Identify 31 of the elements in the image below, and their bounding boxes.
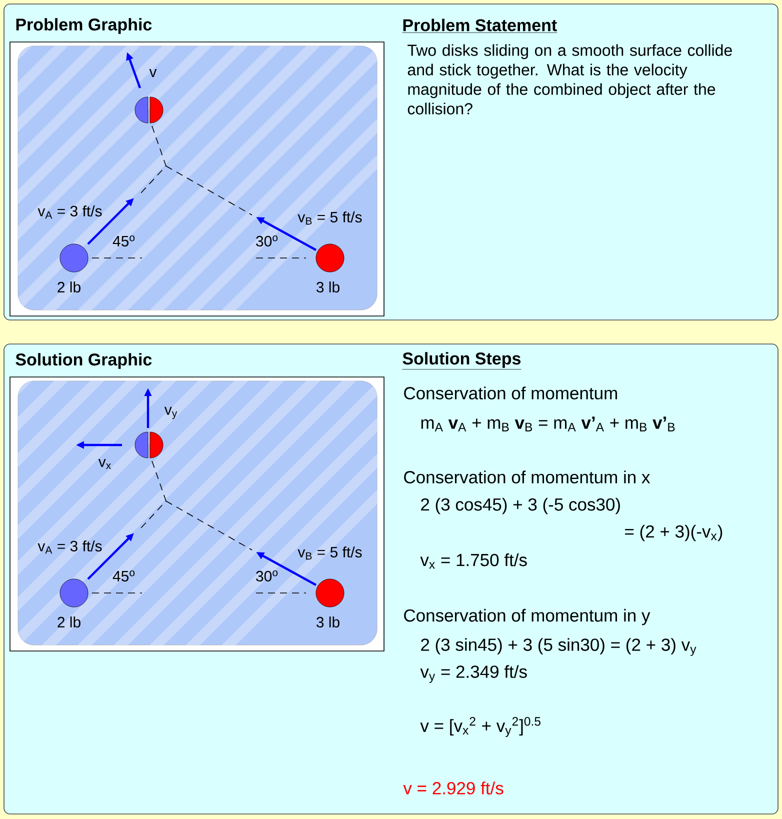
- angle-label: 45$^{o}$: [112, 570, 135, 582]
- angle-label: 30$^{o}$: [256, 570, 278, 582]
- angle-label: 30$^{o}$: [256, 236, 278, 246]
- step-heading: Conservation of momentum in y: [404, 608, 650, 626]
- mass-label: 3 lb: [316, 616, 340, 628]
- equation-line: 2 (3 cos45) + 3 (-5 cos30): [421, 498, 620, 514]
- statement-text: Two disks sliding on a smooth surface collide and stick together. What is the velocity magnitude of the combined object after the collision?: [408, 44, 732, 114]
- section-heading: Problem Statement: [402, 18, 558, 33]
- section-heading: Solution Steps: [402, 352, 522, 370]
- result-line: v = 2.929 ft/s: [403, 782, 504, 794]
- velocity-label: v$_{x}$: [98, 458, 111, 470]
- velocity-label: v$_{B}$ = 5 ft/s: [298, 211, 362, 225]
- velocity-label: v$_{y}$: [164, 406, 178, 420]
- velocity-label: v: [149, 69, 157, 77]
- equation-line: = (2 + 3)(-v$_{x}$): [625, 524, 722, 542]
- step-heading: Conservation of momentum in x: [404, 470, 650, 484]
- velocity-label: v$_{B}$ = 5 ft/s: [298, 546, 362, 560]
- graphic-heading: Problem Graphic: [16, 18, 152, 34]
- angle-label: 45$^{o}$: [112, 236, 135, 246]
- mass-label: 2 lb: [58, 616, 80, 628]
- velocity-label: v$_{A}$ = 3 ft/s: [38, 205, 102, 219]
- graphic-heading: Solution Graphic: [16, 353, 152, 369]
- velocity-label: v$_{A}$ = 3 ft/s: [38, 540, 102, 554]
- equation-line: 2 (3 sin45) + 3 (5 sin30) = (2 + 3) v$_{y}$: [421, 638, 696, 656]
- mass-label: 3 lb: [316, 282, 340, 292]
- equation-line: v$_{x}$ = 1.750 ft/s: [420, 553, 527, 569]
- mass-label: 2 lb: [58, 282, 80, 292]
- equation-line: v = [v$_{x}$$^{2}$ + v$_{y}$$^{2}$]$^{0.5}$: [420, 717, 540, 737]
- step-heading: Conservation of momentum: [404, 386, 617, 400]
- equation-line: v$_{y}$ = 2.349 ft/s: [420, 665, 527, 683]
- equation-line: m$_{A}$ v$_{A}$ + m$_{B}$ v$_{B}$ = m$_{A}$ v’$_{A}$ + m$_{B}$ v’$_{B}$: [421, 416, 675, 432]
